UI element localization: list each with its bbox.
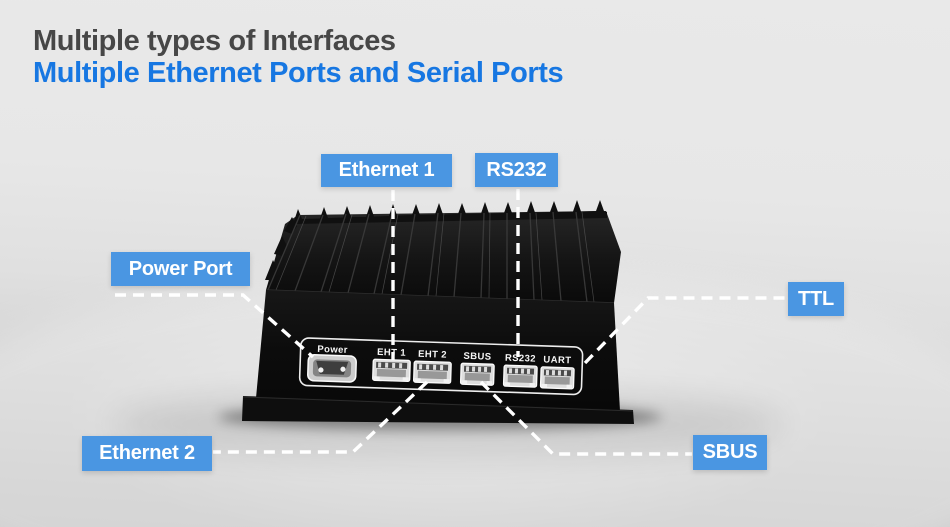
callout-power-port: Power Port [111, 252, 250, 286]
panel-outline [298, 337, 584, 396]
port-connector-sbus: SBUS [459, 351, 495, 386]
heatsink [265, 200, 621, 304]
port-connector-power: Power [307, 344, 357, 383]
device-base [242, 396, 634, 424]
heatsink-teeth [294, 200, 607, 224]
callout-lines [115, 189, 787, 456]
heatsink-left-fins [265, 217, 297, 280]
heatsink-fin-lines [267, 211, 595, 303]
page-subtitle: Multiple Ethernet Ports and Serial Ports [33, 57, 564, 89]
port-label-rs232: RS232 [505, 353, 536, 365]
callout-ttl: TTL [788, 282, 844, 316]
port-connector-eht1: EHT 1 [372, 347, 411, 383]
device: Power EHT 1 EH [242, 200, 634, 424]
line-power-port [115, 293, 315, 359]
port-label-uart: UART [543, 354, 571, 366]
line-ttl [583, 296, 787, 365]
page-title: Multiple types of Interfaces [33, 25, 396, 57]
port-connector-eht2: EHT 2 [412, 349, 452, 384]
port-label-eht2: EHT 2 [418, 349, 447, 361]
callout-ethernet-2: Ethernet 2 [82, 436, 212, 471]
callout-rs232: RS232 [475, 153, 558, 187]
callout-sbus: SBUS [693, 435, 767, 470]
port-connector-rs232: RS232 [502, 353, 538, 388]
port-label-sbus: SBUS [463, 351, 491, 363]
port-label-power: Power [317, 344, 348, 356]
port-connector-uart: UART [539, 354, 575, 390]
callout-ethernet-1: Ethernet 1 [321, 154, 452, 187]
